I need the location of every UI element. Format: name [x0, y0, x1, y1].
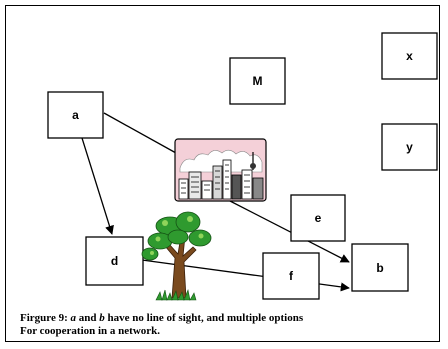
- node-M: M: [229, 57, 286, 105]
- node-f: f: [262, 252, 320, 300]
- node-x-label: x: [406, 49, 413, 63]
- edge-a-b-line-1: [103, 112, 177, 154]
- tree-icon: [141, 211, 212, 302]
- caption-prefix: Firgure 9:: [20, 312, 71, 324]
- caption-line-1: Firgure 9: a and b have no line of sight…: [20, 312, 430, 325]
- caption-suffix: have no line of sight, and multiple opti…: [104, 312, 304, 324]
- node-a-label: a: [72, 108, 79, 122]
- caption-line-2: For cooperation in a network.: [20, 325, 161, 337]
- node-f-label: f: [289, 269, 294, 283]
- node-b-label: b: [376, 261, 383, 275]
- figure-caption: Firgure 9: a and b have no line of sight…: [20, 312, 430, 338]
- node-a: a: [47, 91, 104, 139]
- node-e-label: e: [315, 211, 322, 225]
- caption-node-b: b: [99, 312, 105, 324]
- node-d: d: [85, 236, 144, 286]
- edge-a-d: [81, 137, 114, 235]
- node-e: e: [290, 194, 346, 242]
- node-y: y: [381, 123, 438, 171]
- caption-node-a: a: [70, 312, 77, 324]
- node-d-label: d: [111, 254, 118, 268]
- node-M-label: M: [253, 74, 263, 88]
- node-y-label: y: [406, 140, 413, 154]
- city-skyline-icon: [174, 138, 267, 202]
- caption-and: and: [76, 312, 100, 324]
- edge-a-b-line-2: [229, 200, 350, 263]
- node-b: b: [351, 243, 409, 292]
- node-x: x: [381, 32, 438, 80]
